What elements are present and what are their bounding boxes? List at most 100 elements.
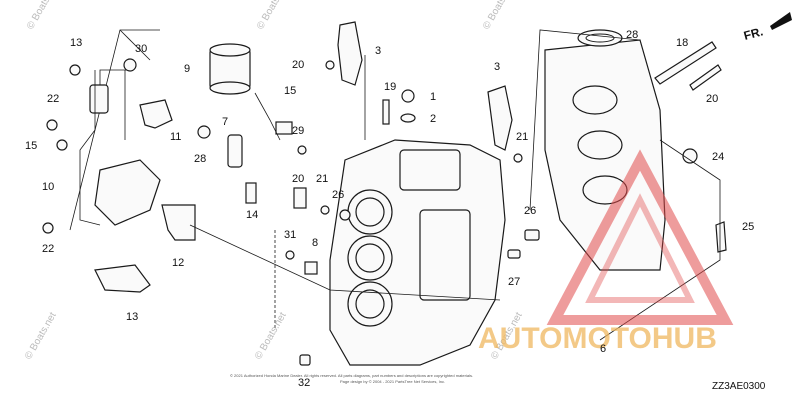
sensor-bracket-assembly <box>42 29 196 293</box>
oil-filter-7 <box>209 43 251 95</box>
callouts: 13 30 22 15 10 22 11 12 13 9 7 28 14 15 … <box>25 29 754 389</box>
block-top-port <box>399 149 461 191</box>
callout: 14 <box>246 209 258 221</box>
callout: 32 <box>298 377 310 389</box>
crankcase-journal-2 <box>577 130 623 160</box>
watermark: © Boats.net <box>23 310 59 361</box>
bolt-20b <box>513 153 523 163</box>
callout: 1 <box>430 91 436 103</box>
plug-6 <box>304 261 318 275</box>
automotohub-logo: AUTOMOTOHUB <box>478 149 734 355</box>
oil-filter-base <box>209 81 251 95</box>
washer-2 <box>400 113 416 123</box>
oil-seal-inner <box>585 33 615 43</box>
callout: 19 <box>384 81 396 93</box>
callout: 10 <box>42 181 54 193</box>
watermark: © Boats.net <box>25 0 61 31</box>
callout: 21 <box>516 131 528 143</box>
watermark: © Boats.net <box>255 0 291 31</box>
cylinder-block <box>329 139 506 366</box>
callout: 20 <box>292 173 304 185</box>
oring-13 <box>297 145 307 155</box>
bolt-19 <box>689 64 722 91</box>
sensor-group <box>197 121 307 209</box>
logo-wordmark: AUTOMOTOHUB <box>478 322 717 355</box>
logo-triangle-inner-icon <box>585 193 695 303</box>
sensor-29 <box>275 121 293 135</box>
callout: 22 <box>47 93 59 105</box>
logo-triangle-icon <box>546 149 734 325</box>
crankcase-journal-1 <box>572 85 618 115</box>
diagram-code: ZZ3AE0300 <box>712 381 766 392</box>
sensor-12 <box>245 182 257 204</box>
gasket-10 <box>161 204 196 241</box>
callout: 7 <box>222 116 228 128</box>
callout: 21 <box>316 173 328 185</box>
washer-28 <box>197 125 211 139</box>
callout: 26 <box>524 205 536 217</box>
lifting-bracket-3b <box>487 85 513 151</box>
callout: 22 <box>42 243 54 255</box>
callout: 13 <box>70 37 82 49</box>
callout: 13 <box>126 311 138 323</box>
bolt-14 <box>654 41 717 85</box>
front-direction-indicator: FR. <box>742 12 792 43</box>
callout: 28 <box>194 153 206 165</box>
plug-18 <box>293 187 307 209</box>
wire-harness <box>79 70 101 226</box>
callout: 8 <box>312 237 318 249</box>
leader-line <box>119 29 151 61</box>
callout: 31 <box>284 229 296 241</box>
front-arrow-icon <box>770 12 792 30</box>
callout: 27 <box>508 276 520 288</box>
bolt-22 <box>46 119 58 131</box>
crankcase-assembly <box>544 29 727 271</box>
dowel-26 <box>524 229 540 241</box>
callout: 2 <box>430 113 436 125</box>
bolt-23 <box>715 221 727 253</box>
bolt-22 <box>42 222 54 234</box>
oil-filter-top <box>209 43 251 57</box>
bracket-9 <box>139 99 173 129</box>
callout: 12 <box>172 257 184 269</box>
leader-lines <box>189 29 721 341</box>
copyright-line: © 2021 Authorized Honda Marine Dealer. A… <box>230 373 473 378</box>
bolt-20 <box>325 60 335 70</box>
footer: © 2021 Authorized Honda Marine Dealer. A… <box>230 373 766 392</box>
callout: 28 <box>626 29 638 41</box>
callout: 15 <box>284 85 296 97</box>
watermark: © Boats.net <box>481 0 517 31</box>
cap-24 <box>682 148 698 164</box>
sensor-housing <box>94 159 161 226</box>
callout: 3 <box>375 45 381 57</box>
dowel-26b <box>507 249 521 259</box>
callout: 30 <box>135 43 147 55</box>
bracket-11 <box>94 264 151 293</box>
lifting-bracket-3 <box>337 21 363 86</box>
callout: 3 <box>494 61 500 73</box>
callout: 15 <box>25 140 37 152</box>
bolt-21 <box>320 205 330 215</box>
bolt-15 <box>69 64 81 76</box>
bolt-16 <box>382 99 390 125</box>
callout: 20 <box>292 59 304 71</box>
plug-32 <box>299 354 311 366</box>
callout: 6 <box>600 343 606 355</box>
callout: 25 <box>742 221 754 233</box>
callout: 20 <box>706 93 718 105</box>
callout: 18 <box>676 37 688 49</box>
bolt-17 <box>56 139 68 151</box>
leader-line <box>189 224 501 301</box>
clip-30 <box>123 58 137 72</box>
block-side <box>419 209 471 301</box>
callout: 24 <box>712 151 724 163</box>
leader-line <box>529 29 641 211</box>
washer-25 <box>339 209 351 221</box>
sensor-connector <box>89 84 109 114</box>
callout: 11 <box>170 131 181 143</box>
bolt-31 <box>285 250 295 260</box>
front-label: FR. <box>742 24 764 43</box>
cylinder-bore-inner <box>355 243 385 273</box>
